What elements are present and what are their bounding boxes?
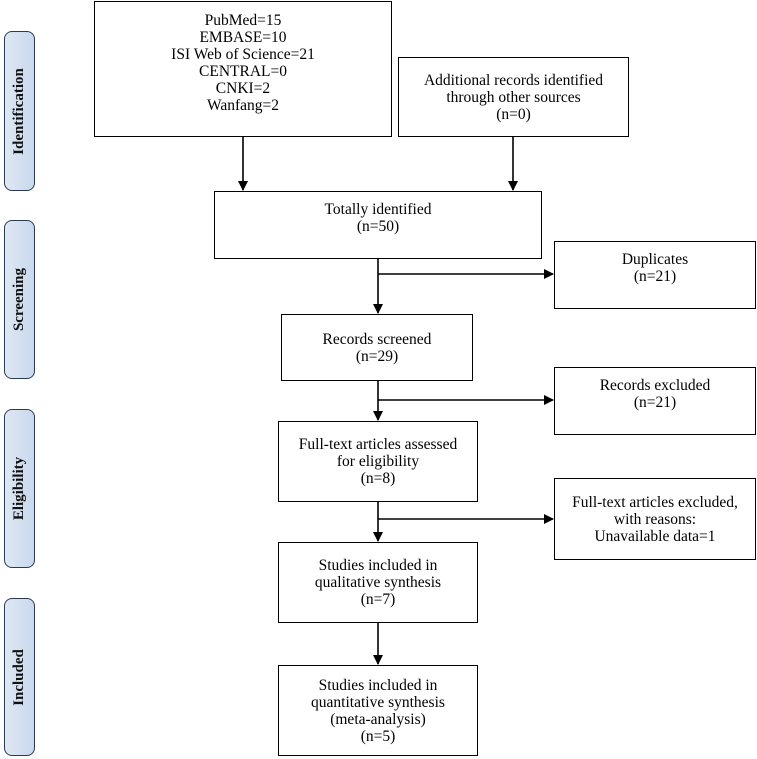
stage-included: Included (4, 598, 35, 756)
fulltext-line-1: Full-text articles assessed (298, 436, 458, 453)
excluded-line-1: Records excluded (599, 377, 711, 394)
databases-line-isi: ISI Web of Science=21 (171, 46, 315, 63)
databases-line-central: CENTRAL=0 (199, 63, 287, 80)
qualitative-line-3: (n=7) (360, 591, 396, 608)
quantitative-line-2: quantitative synthesis (311, 693, 445, 711)
qualitative-line-1: Studies included in (318, 557, 438, 574)
duplicates-box: Duplicates (n=21) (554, 241, 756, 309)
screened-line-1: Records screened (322, 330, 432, 348)
fulltext-line-3: (n=8) (360, 470, 396, 487)
stage-screening: Screening (4, 220, 35, 379)
identified-line-1: Totally identified (324, 201, 432, 218)
qualitative-synthesis-box: Studies included in qualitative synthesi… (278, 542, 478, 623)
additional-line-3: (n=0) (496, 105, 531, 123)
databases-line-pubmed: PubMed=15 (204, 12, 282, 29)
databases-line-embase: EMBASE=10 (199, 29, 287, 46)
additional-sources-box: Additional records identified through ot… (398, 57, 629, 137)
fulltext-excluded-box: Full-text articles excluded, with reason… (554, 478, 756, 560)
duplicates-line-2: (n=21) (633, 268, 677, 285)
qualitative-line-2: qualitative synthesis (314, 574, 442, 591)
fulltext-line-2: for eligibility (336, 453, 420, 470)
databases-line-cnki: CNKI=2 (215, 80, 271, 97)
duplicates-line-1: Duplicates (621, 251, 689, 268)
stage-eligibility: Eligibility (4, 409, 35, 568)
quantitative-synthesis-box: Studies included in quantitative synthes… (278, 665, 478, 756)
stage-identification: Identification (4, 31, 35, 191)
additional-line-2: through other sources (446, 88, 581, 106)
databases-line-wanfang: Wanfang=2 (206, 97, 280, 114)
excluded-line-2: (n=21) (633, 394, 677, 411)
fulltext-assessed-box: Full-text articles assessed for eligibil… (278, 421, 478, 502)
quantitative-line-1: Studies included in (318, 676, 438, 694)
screened-line-2: (n=29) (355, 347, 399, 365)
quantitative-line-3: (meta-analysis) (330, 710, 426, 728)
identified-line-2: (n=50) (356, 218, 400, 235)
quantitative-line-4: (n=5) (360, 727, 396, 745)
fulltext-excluded-line-2: with reasons: (613, 510, 697, 528)
totally-identified-box: Totally identified (n=50) (214, 191, 542, 259)
records-excluded-box: Records excluded (n=21) (554, 367, 756, 435)
fulltext-excluded-line-1: Full-text articles excluded, (572, 493, 738, 511)
additional-line-1: Additional records identified (423, 71, 604, 89)
records-screened-box: Records screened (n=29) (281, 314, 473, 381)
databases-box: PubMed=15 EMBASE=10 ISI Web of Science=2… (94, 1, 392, 137)
fulltext-excluded-line-3: Unavailable data=1 (594, 527, 716, 545)
